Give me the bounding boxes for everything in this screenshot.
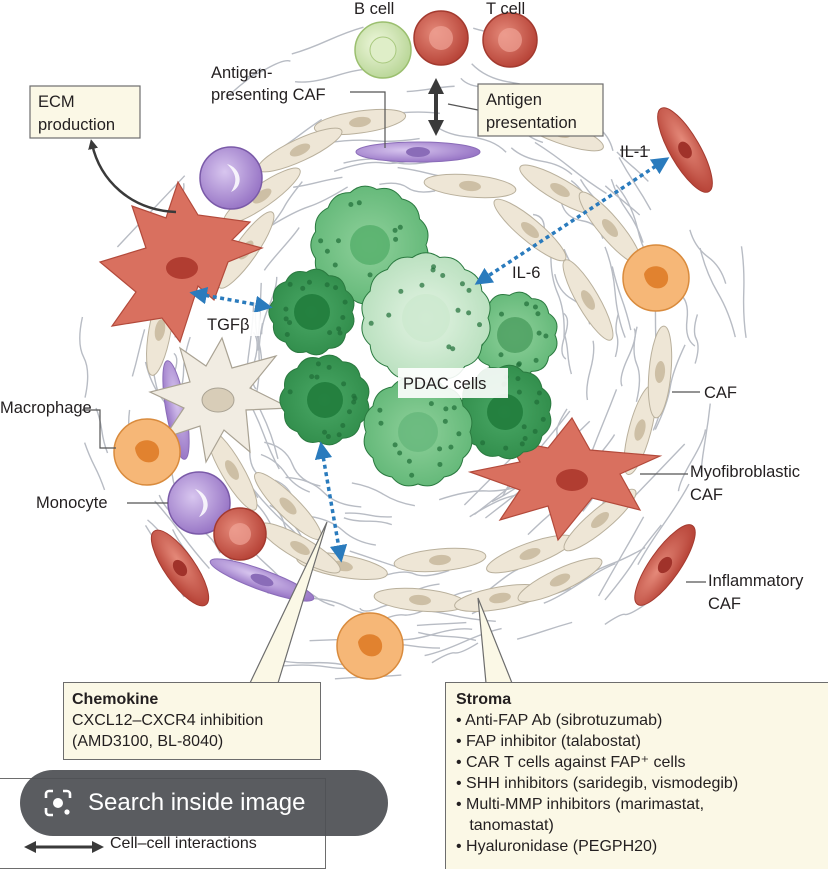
ecm-production-box [29,85,141,139]
pdac-label-box [398,368,508,398]
legend-cell-cell-label: Cell–cell interactions [110,835,257,852]
pdac-cell [268,268,355,356]
ecm-label-1: ECM [38,93,75,111]
fibroblast-cell [647,325,673,419]
il6-label: IL-6 [512,264,540,282]
stroma-item: • Anti-FAP Ab (sibrotuzumab) [456,712,663,729]
pdac-cell [363,377,473,487]
stroma-item: • Hyaluronidase (PEGPH20) [456,838,658,855]
purple-spindle-cells [162,360,315,602]
cell-cell-arrow-icon [24,841,104,853]
fibroblast-cell [562,259,614,341]
pdac-cell [471,291,558,379]
fibroblast-cell [206,429,258,511]
stroma-item: tanomastat) [456,817,554,834]
tgfb-arrow [189,286,273,314]
stellate-fibroblast [148,336,293,464]
pdac-cells [268,185,558,487]
tgfb-label: TGFβ [207,316,249,334]
chemokine-arrow [314,441,348,563]
lens-icon [44,789,72,817]
cell-signalling-arrows [189,157,670,563]
fibroblast-cell [486,534,574,574]
fibroblast-cell [517,557,603,603]
antigen-presentation-label-2: presentation [486,114,577,132]
pdac-cell [279,354,370,446]
myofibroblastic-label-1: Myofibroblastic [690,463,800,481]
il1-label: IL-1 [620,143,648,161]
b-cell-label: B cell [354,0,394,18]
myofibroblastic-label-2: CAF [690,486,723,504]
stroma-item: • Multi-MMP inhibitors (marimastat, [456,796,705,813]
fibroblast-cell [373,587,467,613]
fibroblast-cell [423,173,517,199]
t-cell-label: T cell [486,0,525,18]
monocyte-label: Monocyte [36,494,108,512]
caf-label: CAF [704,384,737,402]
stroma-item: • SHH inhibitors (saridegib, vismodegib) [456,775,739,792]
macrophage-label: Macrophage [0,399,92,417]
stroma-title: Stroma [456,691,512,708]
chemokine-title: Chemokine [72,691,159,708]
ecm-arrow [88,139,177,214]
antigen-presentation-box [477,83,604,137]
chemokine-line: (AMD3100, BL-8040) [72,733,224,750]
antigen-presentation-label-1: Antigen [486,91,542,109]
t-cell [213,10,538,561]
b-cell [354,21,412,79]
apcaf-label-1: Antigen- [211,64,272,82]
tgfb-label-box [204,312,260,336]
ecm-label-2: production [38,116,115,134]
stroma-box: Stroma • Anti-FAP Ab (sibrotuzumab) • FA… [445,682,828,869]
inflammatory-label-1: Inflammatory [708,572,804,590]
search-inside-image-label: Search inside image [88,789,306,816]
chemokine-box: Chemokine CXCL12–CXCR4 inhibition (AMD31… [63,682,321,760]
fibroblast-cell [393,547,487,573]
search-inside-image-button[interactable]: Search inside image [20,770,388,836]
monocyte-cells [167,146,263,535]
pdac-label: PDAC cells [403,375,486,393]
inflammatory-caf-cells [150,107,713,607]
stroma-item: • FAP inhibitor (talabostat) [456,733,641,750]
pdac-cell [361,252,491,384]
inflammatory-label-2: CAF [708,595,741,613]
stroma-callout [477,597,513,684]
leader-lines [82,91,706,583]
apcaf-label-2: presenting CAF [211,86,326,104]
chemokine-line: CXCL12–CXCR4 inhibition [72,712,264,729]
myofibroblastic-caf-left [98,180,264,344]
stroma-item: • CAR T cells against FAP⁺ cells [456,754,686,771]
il1-il6-arrow [474,157,670,285]
antigen-presenting-caf [355,141,481,163]
